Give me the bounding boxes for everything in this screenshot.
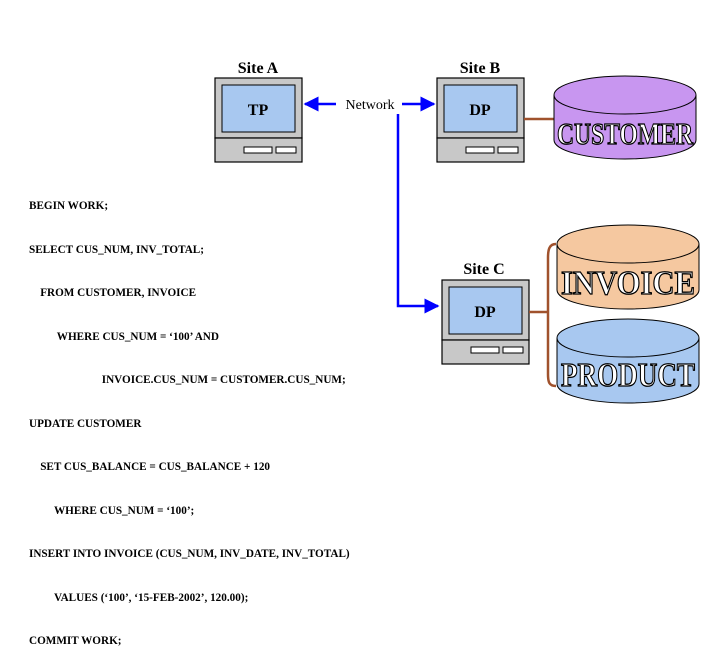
- computer-site-a: TP: [214, 77, 303, 163]
- customer-database: CUSTOMER: [553, 75, 697, 160]
- disk-drive-slot: [243, 146, 273, 154]
- disk-drive-slot: [502, 346, 524, 354]
- disk-drive-slot: [465, 146, 495, 154]
- network-label: Network: [346, 98, 395, 113]
- cylinder-top: [553, 75, 697, 115]
- site-b-role: DP: [469, 102, 491, 119]
- site-a-label: Site A: [238, 60, 279, 77]
- computer-site-b: DP: [436, 77, 525, 163]
- invoice-db-label: INVOICE: [561, 265, 695, 302]
- monitor-screen: [221, 84, 296, 133]
- site-b-label: Site B: [460, 60, 501, 77]
- site-a-role: TP: [248, 102, 269, 119]
- code-line: INVOICE.CUS_NUM = CUSTOMER.CUS_NUM;: [29, 374, 346, 386]
- monitor-screen: [443, 84, 518, 133]
- site-c-role: DP: [474, 304, 496, 321]
- disk-drive-slot: [275, 146, 297, 154]
- invoice-database: INVOICE: [556, 224, 700, 310]
- code-line: FROM CUSTOMER, INVOICE: [29, 287, 197, 299]
- cylinder-top: [556, 224, 700, 264]
- disk-drive-slot: [497, 146, 519, 154]
- code-line: BEGIN WORK;: [29, 200, 109, 212]
- code-line: SET CUS_BALANCE = CUS_BALANCE + 120: [29, 461, 271, 473]
- monitor-screen: [448, 286, 523, 335]
- code-line: COMMIT WORK;: [29, 635, 122, 647]
- site-c-label: Site C: [463, 261, 504, 278]
- code-line: WHERE CUS_NUM = ‘100’;: [29, 504, 195, 517]
- code-line: UPDATE CUSTOMER: [29, 417, 142, 430]
- network-arrow-to-site-c: [396, 114, 440, 314]
- database-bracket: [546, 242, 557, 388]
- code-line: SELECT CUS_NUM, INV_TOTAL;: [29, 243, 204, 256]
- distributed-transaction-diagram: Site A Site B Site C TP DP DP Network: [214, 60, 700, 404]
- product-database: PRODUCT: [556, 318, 700, 404]
- sql-transaction-code: BEGIN WORK; SELECT CUS_NUM, INV_TOTAL; F…: [29, 170, 350, 663]
- customer-db-label: CUSTOMER: [557, 116, 693, 151]
- product-db-label: PRODUCT: [561, 357, 695, 394]
- code-line: WHERE CUS_NUM = ‘100’ AND: [29, 330, 219, 343]
- cylinder-top: [556, 318, 700, 358]
- code-line: INSERT INTO INVOICE (CUS_NUM, INV_DATE, …: [29, 548, 350, 560]
- disk-drive-slot: [470, 346, 500, 354]
- code-line: VALUES (‘100’, ‘15-FEB-2002’, 120.00);: [29, 591, 249, 604]
- computer-site-c: DP: [441, 279, 530, 365]
